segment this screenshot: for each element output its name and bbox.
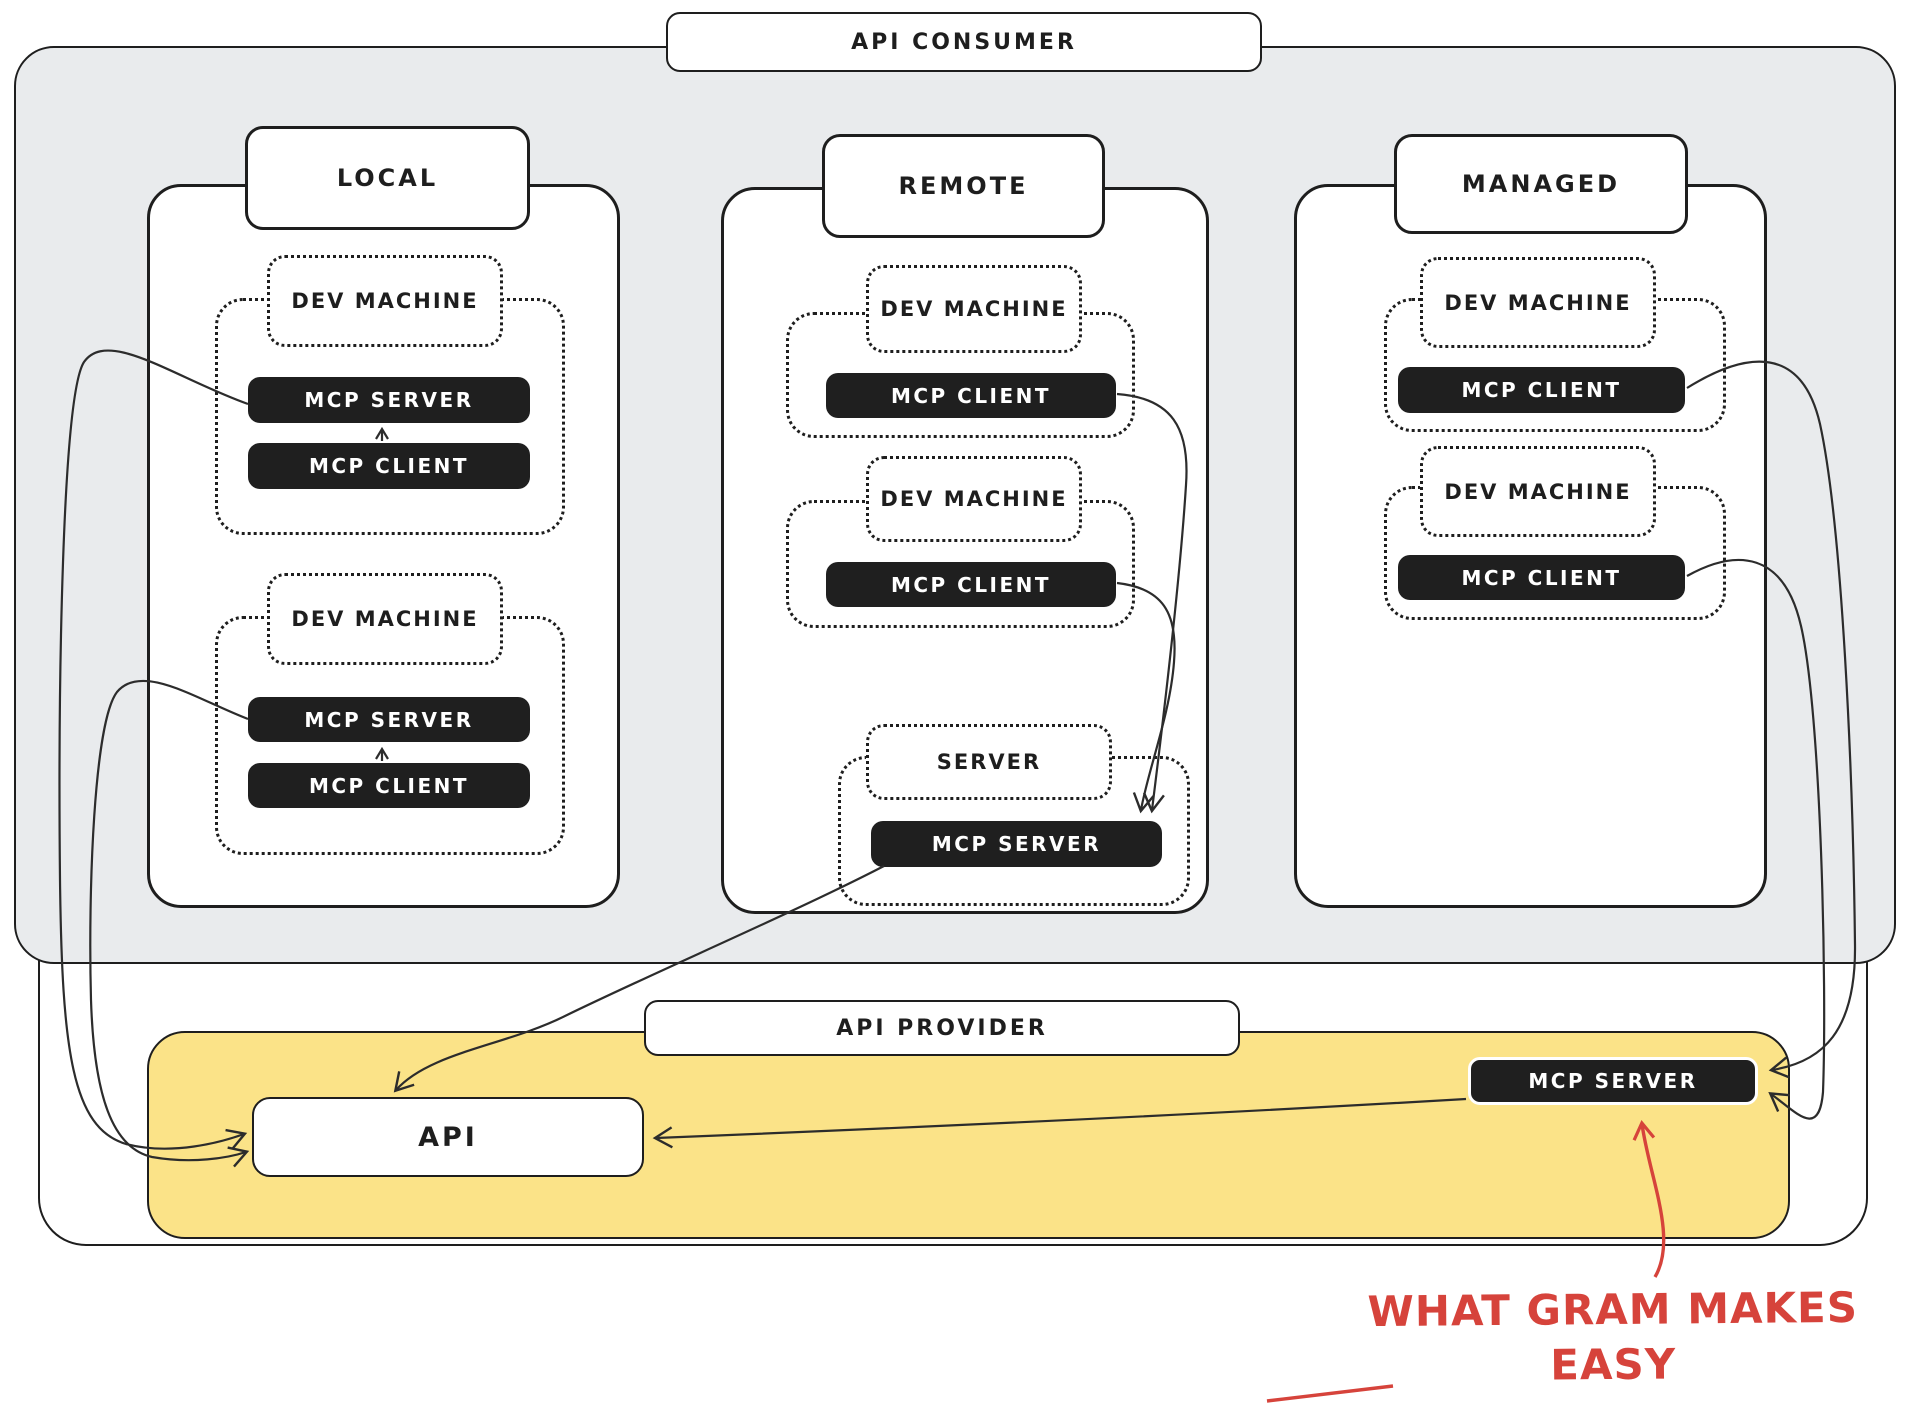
pill-text: MCP CLIENT — [1461, 565, 1622, 590]
managed-dev2-mcp-client-pill: MCP CLIENT — [1398, 555, 1685, 600]
pill-text: MCP SERVER — [304, 388, 474, 412]
dev-machine-label-text: DEV MACHINE — [880, 297, 1068, 321]
pill-text: MCP SERVER — [1528, 1069, 1698, 1093]
pill-text: MCP CLIENT — [890, 572, 1052, 597]
managed-dev1-mcp-client-pill: MCP CLIENT — [1398, 367, 1685, 413]
dev-machine-label-text: DEV MACHINE — [1444, 290, 1632, 315]
provider-mcp-server-pill: MCP SERVER — [1468, 1057, 1758, 1105]
pill-text: MCP SERVER — [304, 707, 474, 732]
api-box-text: API — [418, 1121, 478, 1153]
dev-machine-label-text: DEV MACHINE — [291, 607, 479, 631]
dev-machine-label-text: DEV MACHINE — [291, 289, 479, 313]
pill-text: MCP CLIENT — [890, 383, 1052, 408]
annotation-line-2: EASY — [1550, 1339, 1677, 1390]
pill-text: MCP CLIENT — [308, 454, 470, 478]
api-provider-label: API PROVIDER — [644, 1000, 1240, 1056]
api-consumer-label: API CONSUMER — [666, 12, 1262, 72]
local-dev1-mcp-server-pill: MCP SERVER — [248, 377, 530, 423]
api-provider-label-text: API PROVIDER — [836, 1015, 1048, 1041]
api-consumer-label-text: API CONSUMER — [851, 29, 1077, 55]
managed-dev-machine-1-label: DEV MACHINE — [1420, 257, 1656, 348]
remote-mcp-server-pill: MCP SERVER — [871, 821, 1162, 867]
local-dev1-mcp-client-pill: MCP CLIENT — [248, 443, 530, 489]
api-box: API — [252, 1097, 644, 1177]
dev-machine-label-text: DEV MACHINE — [880, 487, 1068, 511]
column-title-remote: REMOTE — [822, 134, 1105, 238]
remote-dev-machine-1-label: DEV MACHINE — [866, 265, 1082, 353]
remote-dev2-mcp-client-pill: MCP CLIENT — [826, 562, 1116, 607]
remote-dev1-mcp-client-pill: MCP CLIENT — [826, 373, 1116, 418]
local-dev-machine-1-label: DEV MACHINE — [267, 255, 503, 347]
server-label-text: SERVER — [936, 750, 1042, 774]
pill-text: MCP SERVER — [931, 832, 1102, 856]
local-dev-machine-2-label: DEV MACHINE — [267, 573, 503, 665]
local-dev2-mcp-server-pill: MCP SERVER — [248, 697, 530, 742]
pill-text: MCP CLIENT — [1461, 378, 1622, 402]
managed-dev-machine-2-label: DEV MACHINE — [1420, 446, 1656, 537]
column-title-local: LOCAL — [245, 126, 530, 230]
remote-dev-machine-2-label: DEV MACHINE — [866, 456, 1082, 542]
column-title-local-text: LOCAL — [336, 164, 439, 192]
annotation-what-gram-makes-easy: WHAT GRAM MAKES EASY — [1358, 1280, 1869, 1395]
column-title-managed-text: MANAGED — [1461, 170, 1621, 198]
column-title-remote-text: REMOTE — [898, 172, 1029, 200]
remote-server-group-label: SERVER — [866, 724, 1112, 800]
pill-text: MCP CLIENT — [308, 773, 470, 798]
column-title-managed: MANAGED — [1394, 134, 1688, 234]
dev-machine-label-text: DEV MACHINE — [1444, 479, 1632, 504]
local-dev2-mcp-client-pill: MCP CLIENT — [248, 763, 530, 808]
annotation-line-1: WHAT GRAM MAKES — [1367, 1282, 1859, 1337]
